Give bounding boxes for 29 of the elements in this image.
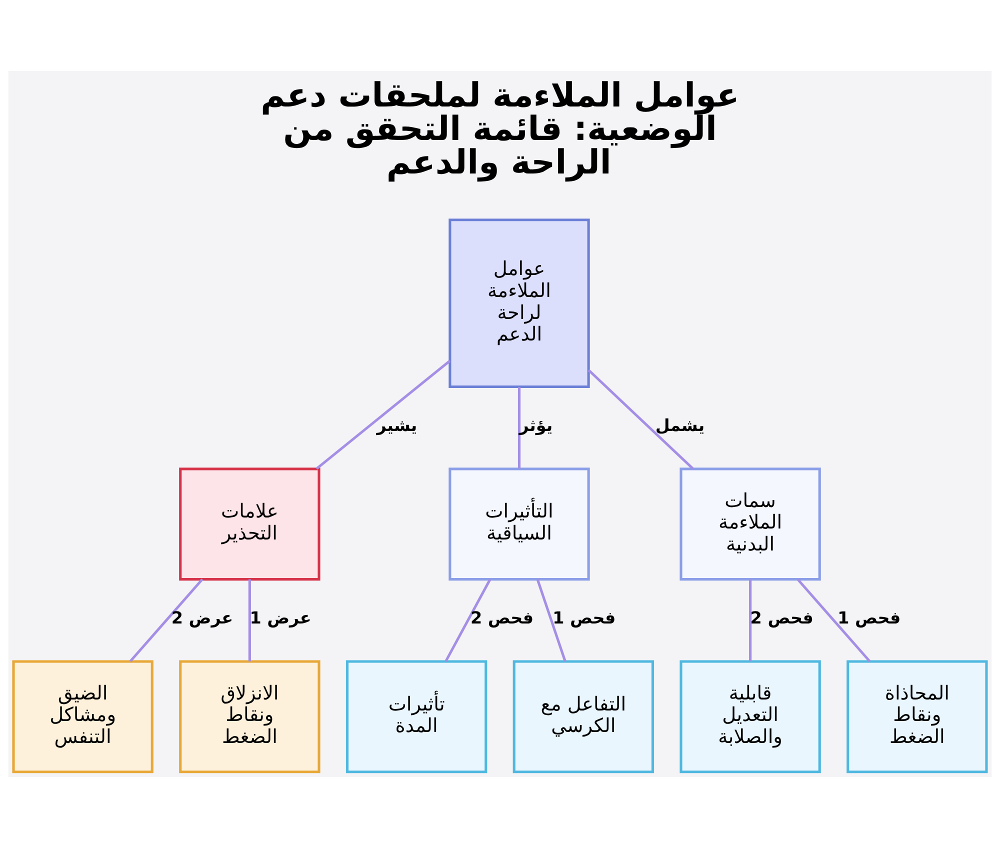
- edge-label: يشمل: [655, 416, 705, 435]
- edge-label: فحص 1: [838, 608, 901, 628]
- edge-label: فحص 2: [470, 608, 534, 628]
- node-box: التفاعل مع الكرسي: [512, 660, 654, 774]
- node-box: سمات الملاءمة البدنية: [680, 468, 821, 581]
- node-box: قابلية التعديل والصلابة: [680, 660, 821, 774]
- diagram-title: عوامل الملاءمة لملحقات دعم الوضعية: قائمة التحقق من الراحة والدعم: [260, 76, 740, 182]
- connector: [129, 578, 204, 662]
- edge-label: فحص 2: [750, 608, 814, 628]
- edge-label: عرض 2: [171, 608, 233, 628]
- node-box: التأثيرات السياقية: [448, 468, 590, 581]
- node-box: الضيق ومشاكل التنفس: [12, 660, 154, 774]
- edge-label: عرض 1: [250, 608, 312, 628]
- connector: [444, 578, 492, 662]
- edge-label: فحص 1: [552, 608, 616, 628]
- connector: [316, 360, 451, 470]
- edge-label: يشير: [376, 416, 418, 435]
- connector: [796, 578, 871, 662]
- connector: [536, 578, 566, 662]
- edge-label: يؤثر: [519, 416, 553, 435]
- node-box: علامات التحذير: [179, 468, 320, 581]
- node-box: تأثيرات المدة: [346, 660, 488, 774]
- connector: [248, 579, 251, 662]
- connector: [588, 369, 694, 470]
- node-box: عوامل الملاءمة لراحة الدعم: [448, 218, 590, 388]
- node-box: الانزلاق ونقاط الضغط: [179, 660, 320, 774]
- connector: [749, 579, 752, 662]
- node-box: المحاذاة ونقاط الضغط: [846, 660, 988, 774]
- connector: [518, 387, 521, 469]
